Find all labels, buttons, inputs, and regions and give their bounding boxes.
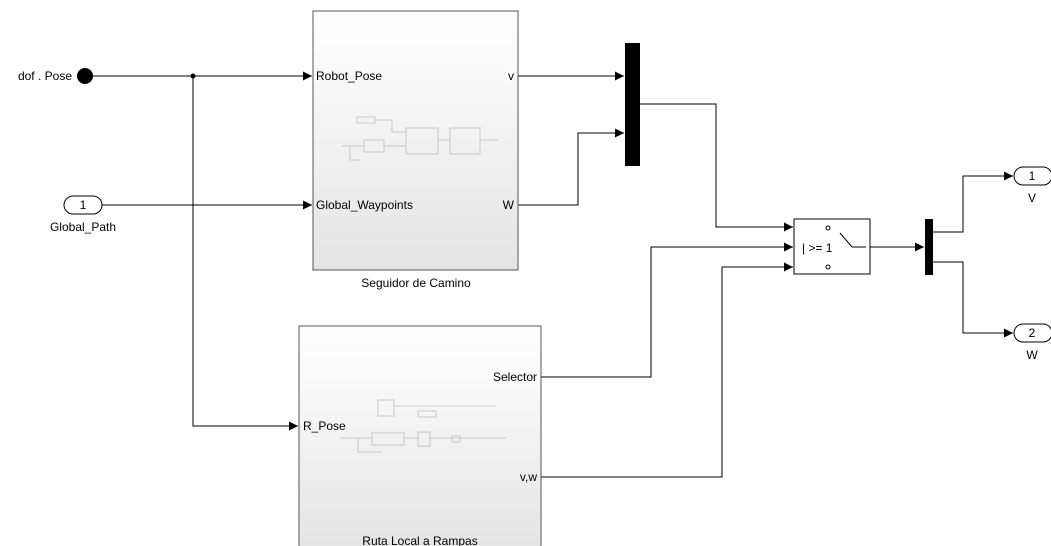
- outport-label: W: [1026, 348, 1038, 362]
- outport-shape: [1013, 323, 1051, 343]
- port-v: v: [508, 69, 514, 83]
- wire-mux-to-switch[interactable]: [640, 103, 793, 232]
- subsystem-name: Seguidor de Camino: [361, 276, 471, 290]
- outport-w[interactable]: 2 W: [1013, 323, 1051, 362]
- branch-point: [190, 73, 196, 79]
- subsystem-preview: [342, 116, 498, 161]
- inport-global-path[interactable]: 1 Global_Path: [50, 195, 116, 234]
- outport-number: 2: [1029, 326, 1036, 340]
- wire-selector-to-switch[interactable]: [541, 242, 793, 378]
- switch-contact-top: [825, 225, 831, 231]
- switch-criteria: | >= 1: [802, 241, 833, 255]
- outport-label: V: [1028, 191, 1036, 205]
- outport-shape: [1013, 166, 1051, 186]
- wire-pose-to-r-pose[interactable]: [192, 76, 298, 431]
- signal-lines: [92, 71, 1013, 478]
- switch-contact-bottom: [825, 264, 831, 270]
- inport-number: 1: [80, 198, 87, 212]
- demux-block[interactable]: [925, 219, 933, 275]
- outport-v[interactable]: 1 V: [1013, 166, 1051, 205]
- subsystem-ruta-local[interactable]: R_Pose Selector v,w Ruta Local a Rampas: [298, 325, 542, 546]
- port-global-waypoints: Global_Waypoints: [316, 198, 413, 212]
- subsystem-box: [298, 325, 542, 546]
- port-r-pose: R_Pose: [303, 419, 346, 433]
- switch-lever: [839, 232, 853, 248]
- wire-demux-to-v[interactable]: [933, 171, 1013, 233]
- mux-block[interactable]: [625, 43, 640, 166]
- subsystem-name: Ruta Local a Rampas: [362, 534, 477, 546]
- port-robot-pose: Robot_Pose: [316, 69, 382, 83]
- dof-pose-label: dof . Pose: [18, 69, 72, 83]
- port-selector: Selector: [493, 370, 537, 384]
- wire-w-to-mux[interactable]: [518, 128, 624, 206]
- port-w: W: [503, 198, 515, 212]
- inport-shape: [63, 195, 103, 215]
- source-dot: [77, 68, 93, 84]
- port-vw: v,w: [520, 470, 537, 484]
- inport-label: Global_Path: [50, 220, 116, 234]
- wire-vw-to-switch[interactable]: [541, 262, 793, 478]
- wire-demux-to-w[interactable]: [933, 261, 1013, 338]
- subsystem-seguidor-de-camino[interactable]: Robot_Pose Global_Waypoints v W Seguidor…: [312, 10, 519, 290]
- switch-block[interactable]: | >= 1: [793, 218, 871, 275]
- outport-number: 1: [1029, 169, 1036, 183]
- dof-pose-source[interactable]: dof . Pose: [18, 68, 93, 84]
- subsystem-preview: [340, 399, 506, 453]
